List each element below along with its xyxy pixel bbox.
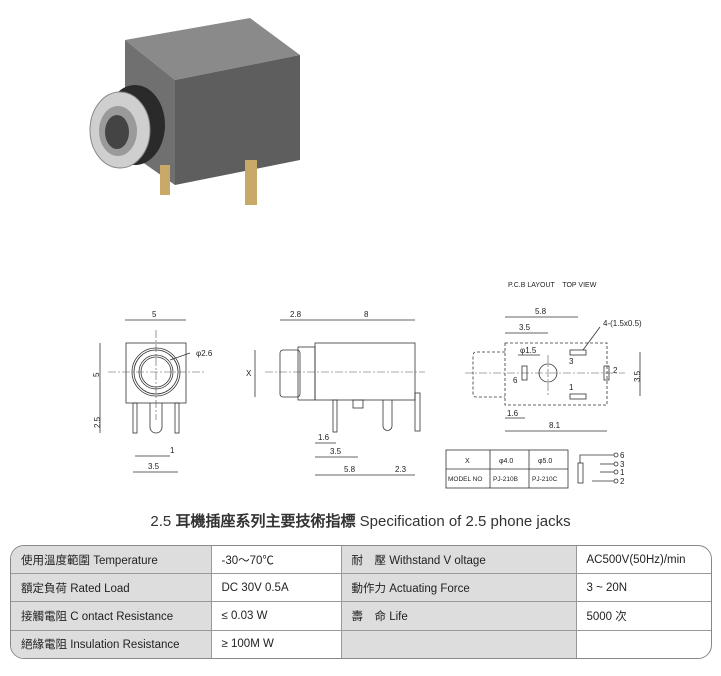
spec-label: 壽 命 Life [340, 601, 577, 631]
pcb-layout-drawing: P.C.B LAYOUT TOP VIEW 6 3 1 2 5.8 3.5 4-(1… [465, 282, 642, 432]
svg-text:4-(1.5x0.5): 4-(1.5x0.5) [603, 319, 642, 328]
svg-text:φ5.0: φ5.0 [538, 458, 552, 465]
svg-text:5.8: 5.8 [344, 465, 356, 474]
svg-text:8.1: 8.1 [549, 421, 561, 430]
spec-value: 5000 次 [575, 601, 711, 631]
svg-text:2: 2 [613, 366, 618, 375]
front-view-drawing: 5 5 2.5 φ2.6 1 3.5 [92, 310, 213, 473]
title-english: Specification of 2.5 phone jacks [359, 513, 571, 530]
svg-text:X: X [465, 458, 470, 465]
table-row: 絕緣電阻 Insulation Resistance ≥ 100M W [11, 629, 711, 658]
svg-text:3.5: 3.5 [633, 370, 642, 382]
drawings: 5 5 2.5 φ2.6 1 3.5 2.8 8 X 1.6 3.5 5.8 2… [89, 18, 642, 489]
svg-text:3: 3 [620, 460, 625, 469]
svg-text:X: X [246, 369, 252, 378]
spec-label [340, 629, 577, 658]
spec-value: DC 30V 0.5A [210, 573, 342, 603]
spec-value: ≤ 0.03 W [210, 601, 342, 631]
svg-text:PJ-210B: PJ-210B [493, 476, 518, 483]
spec-label: 動作力 Actuating Force [340, 573, 577, 603]
svg-text:MODEL NO: MODEL NO [448, 476, 482, 483]
spec-label: 接觸電阻 C ontact Resistance [11, 601, 212, 631]
table-row: 使用溫度範圍 Temperature -30～70℃ 耐 壓 Withstand… [11, 546, 711, 575]
svg-text:2.8: 2.8 [290, 310, 302, 319]
spec-value: ≥ 100M W [210, 629, 342, 658]
svg-text:1: 1 [170, 446, 175, 455]
svg-text:P.C.B LAYOUT TOP VIEW: P.C.B LAYOUT TOP VIEW [508, 282, 597, 289]
svg-text:8: 8 [364, 310, 369, 319]
spec-value: AC500V(50Hz)/min [575, 546, 711, 575]
model-table: X φ4.0 φ5.0 MODEL NO PJ-210B PJ-210C [445, 449, 569, 489]
side-view-drawing: 2.8 8 X 1.6 3.5 5.8 2.3 [246, 310, 425, 476]
svg-text:3.5: 3.5 [330, 447, 342, 456]
svg-text:2.3: 2.3 [395, 465, 407, 474]
svg-text:3: 3 [569, 357, 574, 366]
spec-label: 額定負荷 Rated Load [11, 573, 212, 603]
svg-text:5: 5 [92, 372, 101, 377]
svg-text:2: 2 [620, 477, 625, 486]
title-number: 2.5 [150, 513, 172, 530]
svg-text:6: 6 [620, 451, 625, 460]
svg-text:2.5: 2.5 [93, 416, 102, 428]
product-photo [89, 18, 300, 205]
spec-label: 絕緣電阻 Insulation Resistance [11, 629, 212, 658]
spec-label: 耐 壓 Withstand V oltage [340, 546, 577, 575]
spec-table: 使用溫度範圍 Temperature -30～70℃ 耐 壓 Withstand… [10, 545, 712, 659]
svg-text:6: 6 [513, 376, 518, 385]
svg-text:φ4.0: φ4.0 [499, 458, 513, 465]
spec-value: -30～70℃ [210, 546, 342, 575]
svg-text:3.5: 3.5 [148, 462, 160, 471]
jack-schematic: 63 12 [577, 451, 625, 486]
table-row: 接觸電阻 C ontact Resistance ≤ 0.03 W 壽 命 Li… [11, 601, 711, 631]
spec-title: 2.5 耳機插座系列主要技術指標 Specification of 2.5 ph… [0, 510, 721, 531]
spec-label: 使用溫度範圍 Temperature [11, 546, 212, 575]
svg-text:5: 5 [152, 310, 157, 319]
spec-value [575, 629, 711, 658]
svg-text:1.6: 1.6 [318, 433, 330, 442]
table-row: 額定負荷 Rated Load DC 30V 0.5A 動作力 Actuatin… [11, 573, 711, 603]
svg-text:PJ-210C: PJ-210C [532, 476, 558, 483]
svg-text:1: 1 [569, 383, 574, 392]
svg-text:1.6: 1.6 [507, 409, 519, 418]
spec-value: 3 ~ 20N [575, 573, 711, 603]
svg-text:φ2.6: φ2.6 [196, 349, 213, 358]
title-chinese: 耳機插座系列主要技術指標 [175, 513, 356, 530]
svg-text:5.8: 5.8 [535, 307, 547, 316]
svg-text:3.5: 3.5 [519, 323, 531, 332]
svg-text:1: 1 [620, 468, 625, 477]
svg-text:φ1.5: φ1.5 [520, 346, 537, 355]
